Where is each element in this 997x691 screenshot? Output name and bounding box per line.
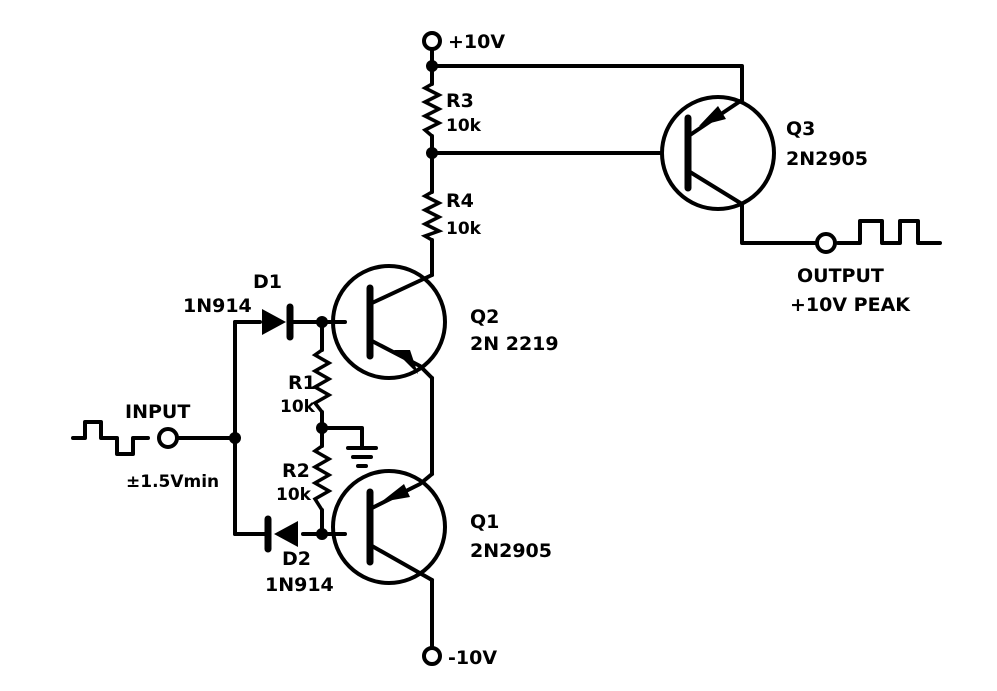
npn-transistor-icon <box>331 264 447 380</box>
pnp-transistor-icon <box>331 469 447 585</box>
r4-ref: R4 <box>446 190 474 212</box>
d2-ref: D2 <box>282 548 311 570</box>
q3-part: 2N2905 <box>786 148 868 170</box>
square-wave-icon <box>836 219 942 245</box>
junctions <box>229 60 438 540</box>
ground-icon <box>346 446 378 468</box>
diode-icon <box>262 303 294 341</box>
terminal-icon <box>157 427 179 449</box>
q1-ref: Q1 <box>470 511 499 533</box>
q1-part: 2N2905 <box>470 540 552 562</box>
d1-part: 1N914 <box>183 295 252 317</box>
terminal-icon <box>422 31 442 51</box>
resistor-icon <box>311 348 333 414</box>
q2-part: 2N 2219 <box>470 333 559 355</box>
negative-supply-label: -10V <box>448 647 497 669</box>
junction-dot <box>316 316 328 328</box>
diode-icon <box>264 515 298 553</box>
r2-ref: R2 <box>282 460 310 482</box>
r2-value: 10k <box>276 485 312 505</box>
junction-dot <box>316 528 328 540</box>
junction-dot <box>229 432 241 444</box>
r3-value: 10k <box>446 116 482 136</box>
q2-ref: Q2 <box>470 306 499 328</box>
q3-ref: Q3 <box>786 118 815 140</box>
input-level: ±1.5Vmin <box>126 472 219 492</box>
terminal-icon <box>422 646 442 666</box>
resistor-icon <box>421 82 443 138</box>
junction-dot <box>426 60 438 72</box>
output-level: +10V PEAK <box>790 294 911 316</box>
d2-part: 1N914 <box>265 574 334 596</box>
output-label: OUTPUT <box>797 265 884 287</box>
r1-value: 10k <box>280 397 316 417</box>
r1-ref: R1 <box>288 372 316 394</box>
d1-ref: D1 <box>253 271 282 293</box>
positive-supply-label: +10V <box>448 31 505 53</box>
pnp-transistor-icon <box>660 95 776 211</box>
junction-dot <box>426 147 438 159</box>
resistor-icon <box>311 444 333 511</box>
resistor-icon <box>420 190 444 242</box>
junction-dot <box>316 422 328 434</box>
terminal-icon <box>815 232 837 254</box>
input-label: INPUT <box>125 401 190 423</box>
r3-ref: R3 <box>446 90 474 112</box>
r4-value: 10k <box>446 219 482 239</box>
square-wave-icon <box>71 420 150 456</box>
